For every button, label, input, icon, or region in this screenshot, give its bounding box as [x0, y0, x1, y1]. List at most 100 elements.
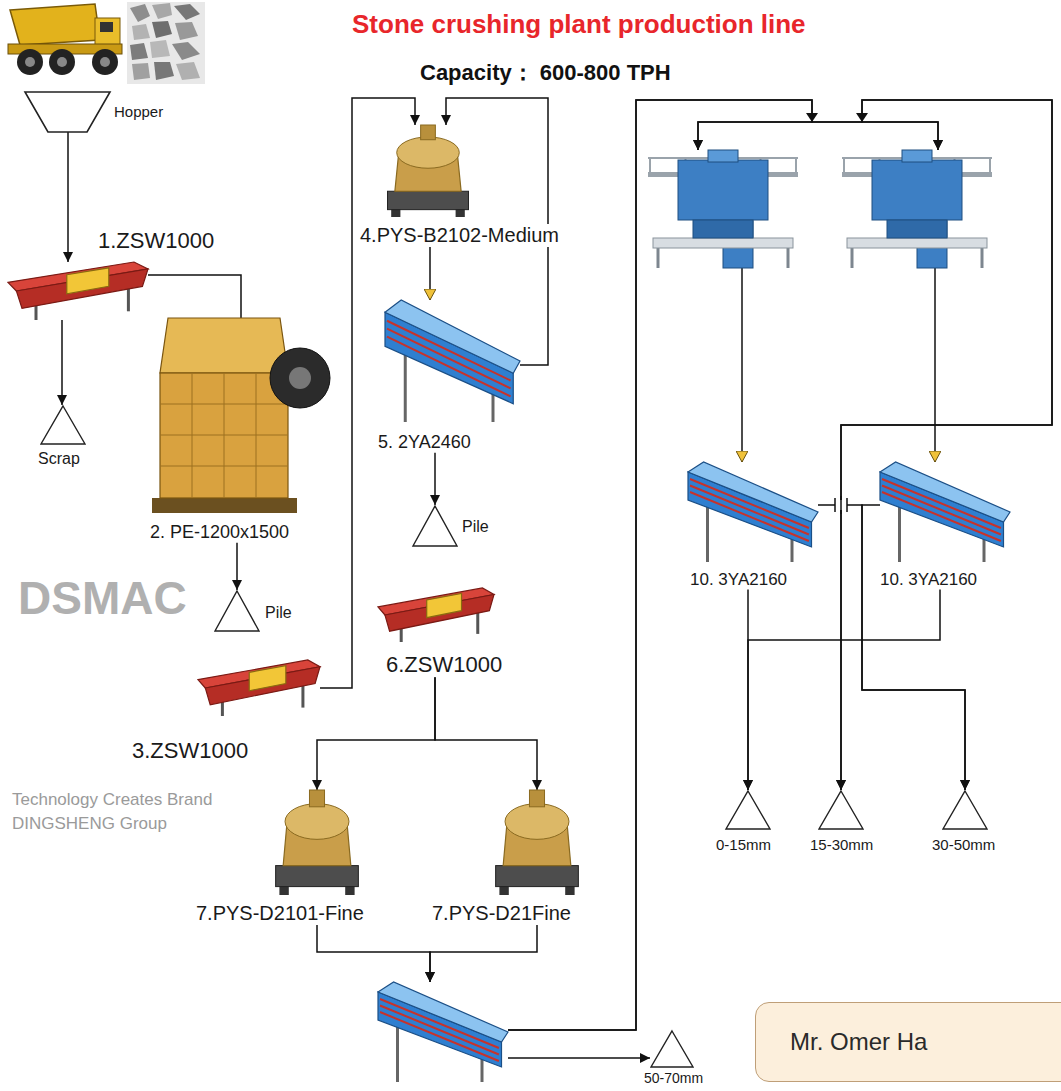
pile-label: 30-50mm — [932, 836, 995, 853]
vibrating-feeder: 6.ZSW1000 — [378, 588, 502, 677]
wheel-hub — [100, 57, 110, 67]
stone — [130, 4, 150, 22]
machine-body — [872, 160, 962, 220]
note-box: Mr. Omer Ha — [755, 1002, 1061, 1082]
truck-bed — [10, 4, 100, 45]
pile-label: 0-15mm — [716, 836, 771, 853]
flow-line — [148, 275, 241, 318]
product-pile-drawing — [725, 790, 771, 830]
vibrating-screen-drawing — [385, 300, 520, 422]
sand-making-machine — [842, 150, 992, 268]
crushed-stone-image — [127, 2, 205, 84]
stone — [132, 63, 150, 80]
screen-stripe — [690, 492, 809, 541]
watermark: Technology Creates Brand — [12, 790, 212, 810]
product-pile: 30-50mm — [942, 790, 988, 830]
flow-line — [317, 677, 435, 790]
crusher-base — [276, 866, 359, 887]
vibrating-feeder-drawing — [198, 660, 320, 716]
pile-label: Pile — [265, 604, 292, 622]
scrap-pile: Scrap — [40, 405, 86, 445]
stock-pile-drawing — [214, 590, 260, 632]
vibrating-screen: 5. 2YA2460 — [378, 300, 520, 453]
truck-cab — [95, 18, 120, 46]
feeder-motor — [427, 593, 462, 617]
line-crossing — [834, 498, 836, 512]
pile-triangle — [215, 591, 259, 631]
wheel-hub — [25, 57, 35, 67]
frame-rib — [256, 373, 257, 498]
screen-stripe — [387, 329, 511, 389]
truck-wheel — [49, 49, 75, 75]
stone — [132, 24, 150, 40]
screen-stripe — [380, 1012, 499, 1061]
stock-pile: Pile — [214, 590, 260, 632]
machine-motor — [887, 220, 947, 238]
pile-triangle — [943, 791, 987, 829]
equipment-label: 7.PYS-D2101-Fine — [196, 902, 364, 925]
crusher-feed — [421, 125, 436, 140]
vibrating-screen-drawing — [378, 982, 508, 1082]
feeder-motor — [249, 666, 286, 691]
screen-stripe — [387, 337, 511, 397]
flywheel — [270, 348, 330, 408]
equipment-label: Hopper — [114, 103, 163, 120]
crusher-feed-opening — [160, 318, 288, 373]
stone — [154, 62, 174, 80]
equipment-label: 6.ZSW1000 — [386, 652, 502, 677]
diagram-title: Stone crushing plant production line — [352, 10, 806, 40]
wheel-hub — [57, 57, 67, 67]
screen-stripe — [882, 486, 1001, 535]
machine-inlet — [902, 150, 932, 162]
hopper: Hopper — [25, 92, 163, 132]
crusher-feed — [529, 790, 544, 807]
flow-line — [934, 268, 936, 462]
cone-crusher-drawing — [382, 125, 474, 217]
frame-rib — [160, 466, 288, 467]
product-pile-drawing — [942, 790, 988, 830]
equipment-label: 5. 2YA2460 — [378, 432, 471, 453]
vibrating-screen-drawing — [880, 462, 1010, 562]
screen-stripe — [380, 999, 499, 1048]
scrap-pile-drawing — [40, 405, 86, 445]
vibrating-screen-drawing — [688, 462, 818, 562]
stone — [150, 40, 170, 58]
flow-line — [67, 132, 69, 262]
pile-triangle — [41, 406, 85, 444]
vibrating-feeder: 3.ZSW1000 — [198, 660, 320, 716]
flow-line — [435, 677, 537, 790]
stone — [172, 42, 200, 60]
stock-pile-drawing — [412, 505, 458, 547]
crusher-feed — [309, 790, 324, 807]
vibrating-feeder-drawing — [8, 262, 148, 320]
stone — [152, 3, 172, 19]
pile-label: 15-30mm — [810, 836, 873, 853]
flow-line — [862, 505, 965, 790]
vibrating-feeder: 1.ZSW1000 — [8, 262, 148, 320]
stone-ground — [127, 2, 205, 84]
stone — [130, 43, 148, 60]
jaw-crusher: 2. PE-1200x1500 — [150, 318, 332, 543]
hopper-outline — [25, 92, 110, 132]
product-pile-drawing — [818, 790, 864, 830]
flow-line — [508, 1057, 650, 1059]
screen-stripe — [380, 1006, 499, 1055]
flow-line — [434, 453, 436, 505]
note-text: Mr. Omer Ha — [756, 1003, 927, 1080]
equipment-label: 10. 3YA2160 — [690, 570, 787, 590]
equipment-label: 3.ZSW1000 — [132, 738, 248, 763]
capacity-note: Capacity： 600-800 TPH — [420, 60, 671, 85]
crusher-base — [388, 191, 469, 209]
stone — [175, 22, 198, 40]
equipment-label: 4.PYS-B2102-Medium — [360, 224, 559, 247]
vibrating-feeder-drawing — [378, 588, 494, 642]
flow-line — [236, 543, 238, 590]
line-crossing — [840, 496, 842, 514]
truck-window — [100, 22, 113, 32]
truck-wheel — [92, 49, 118, 75]
equipment-label: 10. 3YA2160 — [880, 570, 977, 590]
flow-line — [317, 925, 430, 982]
screen-stripe — [882, 492, 1001, 541]
machine-motor — [693, 220, 753, 238]
flywheel-hub — [289, 367, 311, 389]
